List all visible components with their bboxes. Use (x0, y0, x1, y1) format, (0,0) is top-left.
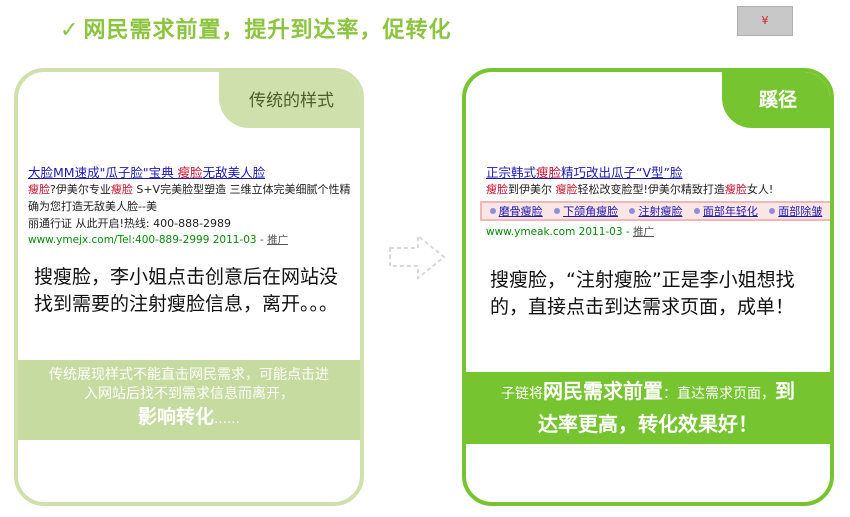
bullet-icon (693, 207, 700, 214)
promo-link[interactable]: 推广 (633, 226, 654, 238)
footer-small-text: 子链将 (501, 386, 543, 402)
sitelink-label: 下颌角瘦脸 (563, 204, 619, 218)
sitelink-style-tag: 蹊径 (722, 72, 830, 128)
footer-line: 传统展现样式不能直击网民需求，可能点击进 (49, 367, 329, 383)
ad-url-text: www.ymeak.com 2011-03 - (486, 226, 633, 238)
ad-desc-text: ?伊美尔专业 (50, 183, 111, 196)
ad-description: 瘦脸?伊美尔专业瘦脸 S+V完美脸型塑造 三维立体完美细腻个性精确为您打造无敌美… (28, 181, 358, 215)
ad-desc-text: 轻松改变脸型!伊美尔精致打造 (577, 183, 725, 196)
sitelink-label: 面部年轻化 (702, 204, 758, 218)
ad-title-link[interactable]: 正宗韩式瘦脸精巧改出瓜子“V型”脸 (486, 164, 826, 181)
arrow-right-icon (389, 233, 446, 281)
ad-desc-keyword: 瘦脸 (486, 183, 508, 196)
sitelink-label: 面部除皱 (778, 204, 823, 218)
ad-title-keyword: 瘦脸 (536, 165, 562, 180)
ad-description: 瘦脸到伊美尔 瘦脸轻松改变脸型!伊美尔精致打造瘦脸女人! (486, 181, 826, 198)
ad-desc-keyword: 瘦脸 (555, 183, 578, 196)
sitelink-label: 磨骨瘦脸 (498, 204, 543, 218)
footer-line: 入网站后找不到需求信息而离开， (84, 386, 294, 402)
ad-description-line2: 丽通行证 从此开启!热线: 400-888-2989 (28, 217, 232, 230)
ad-desc-keyword: 瘦脸 (28, 183, 50, 196)
sitelink-item[interactable]: 注射瘦脸 (629, 203, 682, 220)
sitelink-scenario-text: 搜瘦脸，“注射瘦脸”正是李小姐想找的，直接点击到达需求页面，成单！ (490, 269, 795, 318)
bullet-icon (629, 207, 636, 214)
bullet-icon (489, 207, 496, 214)
yen-button[interactable]: ¥ (737, 6, 793, 36)
ad-url-text: www.ymejx.com/Tel:400-889-2999 2011-03 - (28, 234, 268, 246)
check-icon: ✓ (60, 18, 80, 43)
bullet-icon (554, 207, 561, 214)
traditional-scenario-text: 搜瘦脸，李小姐点击创意后在网站没找到需要的注射瘦脸信息，离开。。。 (34, 266, 339, 315)
sitelink-item[interactable]: 下颌角瘦脸 (554, 203, 618, 220)
footer-emphasis: 影响转化 (137, 406, 214, 428)
sitelink-search-ad: 正宗韩式瘦脸精巧改出瓜子“V型”脸 瘦脸到伊美尔 瘦脸轻松改变脸型!伊美尔精致打… (480, 164, 830, 241)
ad-desc-text: 到伊美尔 (508, 183, 556, 196)
ad-title-text: 正宗韩式 (486, 165, 537, 180)
ad-desc-keyword: 瘦脸 (110, 183, 133, 196)
headline-text: 网民需求前置，提升到达率，促转化 (83, 18, 452, 43)
sitelink-label: 注射瘦脸 (638, 204, 683, 218)
footer-small-text: ：直达需求页面， (663, 386, 775, 402)
footer-ellipsis: …… (214, 412, 240, 427)
traditional-footer: 传统展现样式不能直击网民需求，可能点击进 入网站后找不到需求信息而离开， 影响转… (18, 360, 360, 440)
traditional-style-card: 传统的样式 大脸MM速成"瓜子脸"宝典 瘦脸无敌美人脸 瘦脸?伊美尔专业瘦脸 S… (14, 68, 364, 506)
ad-url: www.ymeak.com 2011-03 - 推广 (486, 224, 826, 241)
ad-title-keyword: 瘦脸 (177, 165, 203, 180)
sitelink-item[interactable]: 面部除皱 (769, 203, 822, 220)
promo-link[interactable]: 推广 (267, 234, 289, 246)
sitelinks-bar: 磨骨瘦脸 下颌角瘦脸 注射瘦脸 面部年轻化 面部除皱 (480, 201, 830, 221)
sitelink-style-card: 蹊径 正宗韩式瘦脸精巧改出瓜子“V型”脸 瘦脸到伊美尔 瘦脸轻松改变脸型!伊美尔… (462, 68, 834, 506)
headline: ✓网民需求前置，提升到达率，促转化 (60, 12, 451, 44)
traditional-search-ad: 大脸MM速成"瓜子脸"宝典 瘦脸无敌美人脸 瘦脸?伊美尔专业瘦脸 S+V完美脸型… (28, 164, 358, 249)
footer-emphasis: 到 (775, 379, 795, 403)
sitelink-item[interactable]: 面部年轻化 (693, 203, 758, 220)
ad-url: www.ymejx.com/Tel:400-889-2999 2011-03 -… (28, 232, 358, 249)
footer-emphasis: 网民需求前置 (543, 379, 663, 403)
traditional-style-tag: 传统的样式 (219, 72, 360, 128)
yen-icon: ¥ (761, 14, 769, 27)
ad-desc-text: 女人! (746, 183, 774, 196)
ad-title-link[interactable]: 大脸MM速成"瓜子脸"宝典 瘦脸无敌美人脸 (28, 164, 358, 181)
ad-desc-text: S+V完美脸型塑造 三维立体完美细腻个性精确为您打造无敌美人脸--美 (28, 183, 351, 213)
ad-desc-keyword: 瘦脸 (724, 183, 747, 196)
sitelink-item[interactable]: 磨骨瘦脸 (489, 203, 543, 220)
footer-line: 达率更高，转化效果好！ (538, 412, 758, 436)
ad-title-text-end: 精巧改出瓜子“V型”脸 (561, 165, 683, 180)
sitelink-footer: 子链将网民需求前置：直达需求页面，到 达率更高，转化效果好！ (466, 372, 830, 444)
ad-title-text-end: 无敌美人脸 (202, 165, 266, 180)
bullet-icon (769, 207, 776, 214)
ad-title-text: 大脸MM速成"瓜子脸"宝典 (28, 165, 178, 180)
